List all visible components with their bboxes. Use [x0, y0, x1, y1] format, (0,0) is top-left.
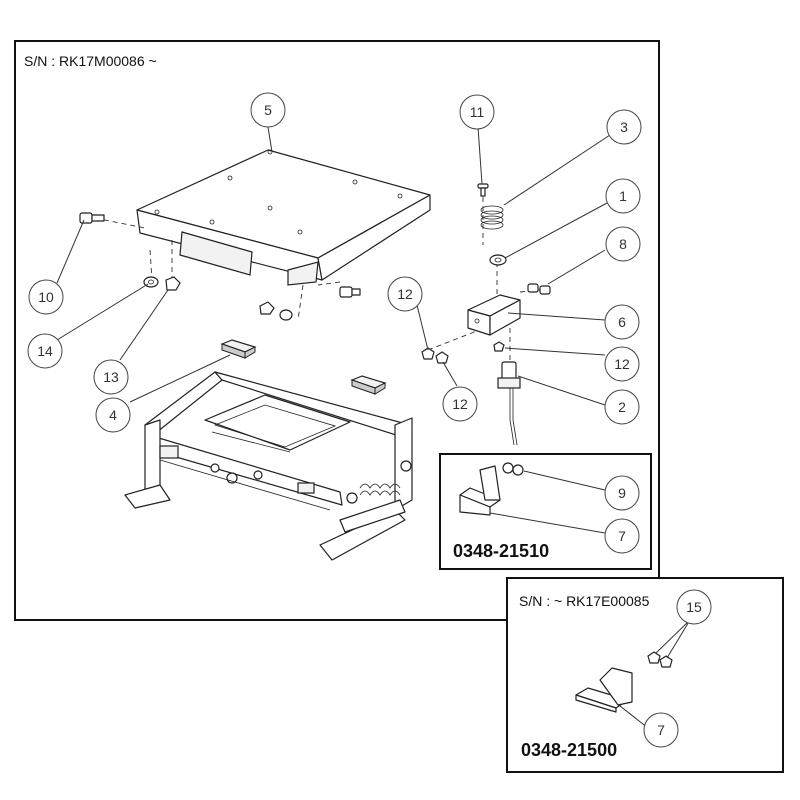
svg-text:15: 15	[686, 599, 702, 615]
callout-8: 8	[605, 226, 641, 262]
bracket-part-7-inset-a	[459, 465, 501, 516]
callout-9: 9	[604, 475, 640, 511]
nuts-part-15	[647, 651, 673, 668]
seat-switch-part-2	[497, 361, 521, 446]
pad-right	[350, 375, 387, 395]
callout-3: 3	[606, 109, 642, 145]
svg-text:3: 3	[620, 119, 628, 135]
nut-part-12-mid	[435, 351, 449, 364]
nut-part-12-left	[421, 347, 435, 360]
bracket-part-6	[467, 294, 521, 336]
serial-range-inset-b: S/N : ~ RK17E00085	[519, 593, 650, 609]
svg-text:11: 11	[470, 104, 485, 120]
svg-text:7: 7	[618, 528, 626, 544]
callout-15: 15	[676, 589, 712, 625]
svg-text:1: 1	[619, 188, 627, 204]
screws-part-8	[527, 283, 551, 295]
screw-part-11	[477, 183, 489, 197]
callout-7-inset-a: 7	[604, 518, 640, 554]
callout-12-right: 12	[604, 346, 640, 382]
nut-lower	[259, 301, 275, 315]
callout-1: 1	[605, 178, 641, 214]
svg-text:4: 4	[109, 407, 117, 423]
pad-part-4	[220, 339, 257, 359]
inset-frame-0348-21500	[506, 577, 784, 773]
callout-13: 13	[93, 359, 129, 395]
callout-10: 10	[28, 279, 64, 315]
svg-text:2: 2	[618, 399, 626, 415]
svg-text:10: 10	[38, 289, 54, 305]
nut-part-13	[165, 276, 181, 291]
callout-2: 2	[604, 389, 640, 425]
serial-range-main: S/N : RK17M00086 ~	[24, 53, 157, 69]
part-number-inset-a: 0348-21510	[453, 541, 550, 561]
svg-text:12: 12	[452, 396, 468, 412]
svg-text:12: 12	[614, 356, 630, 372]
bolt-part-10	[79, 212, 105, 224]
svg-text:14: 14	[37, 343, 53, 359]
callout-14: 14	[27, 333, 63, 369]
callout-5: 5	[250, 92, 286, 128]
svg-text:8: 8	[619, 236, 627, 252]
callout-11: 11	[459, 94, 495, 130]
svg-text:7: 7	[657, 722, 665, 738]
svg-text:12: 12	[397, 286, 413, 302]
callout-12-bottom: 12	[442, 386, 478, 422]
callout-12-top: 12	[387, 276, 423, 312]
seat-top-plate	[136, 149, 431, 286]
part-number-inset-b: 0348-21500	[521, 740, 618, 760]
callout-4: 4	[95, 397, 131, 433]
washer-lower	[279, 309, 293, 321]
svg-text:13: 13	[103, 369, 119, 385]
bracket-part-7-inset-b	[575, 667, 633, 713]
nut-part-12-right	[493, 341, 505, 352]
seat-slide-rail-assembly	[124, 371, 413, 561]
svg-text:5: 5	[264, 102, 272, 118]
screws-part-9	[502, 462, 524, 476]
svg-text:9: 9	[618, 485, 626, 501]
leader-lines	[56, 126, 691, 729]
callout-7-inset-b: 7	[643, 712, 679, 748]
spring-part-3	[480, 205, 504, 230]
svg-text:6: 6	[618, 314, 626, 330]
bolt-right	[339, 286, 361, 298]
callout-6: 6	[604, 304, 640, 340]
washer-part-1	[489, 254, 507, 266]
